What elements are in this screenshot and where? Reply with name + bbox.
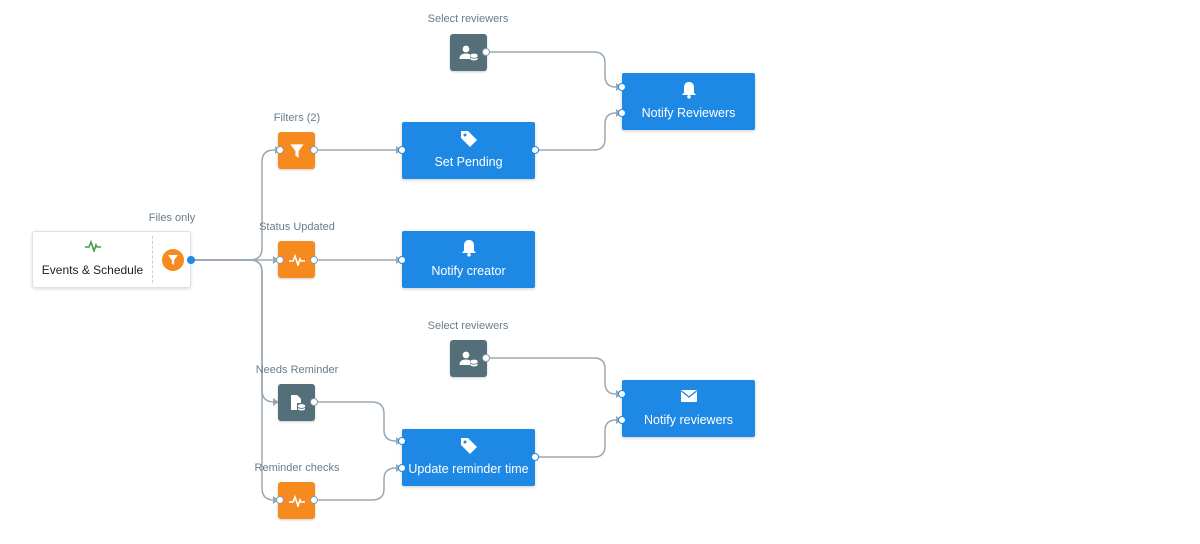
start-filter-label: Files only <box>148 212 196 224</box>
status-updated-label: Status Updated <box>259 221 335 233</box>
filter-icon <box>289 143 304 158</box>
needs-reminder-node[interactable] <box>278 384 315 421</box>
user-database-icon <box>459 45 478 61</box>
notify-creator-title: Notify creator <box>431 264 506 278</box>
update-reminder-time-node[interactable]: Update reminder time <box>402 429 535 486</box>
document-database-icon <box>290 394 305 411</box>
needs-reminder-label: Needs Reminder <box>255 364 339 376</box>
pulse-icon <box>288 253 305 266</box>
select-reviewers-top-output-port[interactable] <box>482 48 490 56</box>
status-updated-input-port[interactable] <box>276 256 284 264</box>
notify-creator-node[interactable]: Notify creator <box>402 231 535 288</box>
select-reviewers-top-label: Select reviewers <box>427 13 509 25</box>
start-node-title: Events & Schedule <box>41 263 144 277</box>
select-reviewers-bottom-output-port[interactable] <box>482 354 490 362</box>
filters-node[interactable] <box>278 132 315 169</box>
reminder-checks-output-port[interactable] <box>310 496 318 504</box>
wire-start-filters <box>191 149 279 261</box>
wire-start-needs-reminder <box>191 259 279 403</box>
notify-creator-input-port[interactable] <box>398 256 406 264</box>
notify-reviewers-bottom-title: Notify reviewers <box>644 413 733 427</box>
notify-reviewers-top-input-port-a[interactable] <box>618 83 626 91</box>
filters-label: Filters (2) <box>273 112 321 124</box>
needs-reminder-output-port[interactable] <box>310 398 318 406</box>
reminder-checks-node[interactable] <box>278 482 315 519</box>
update-reminder-time-title: Update reminder time <box>408 462 529 476</box>
reminder-checks-input-port[interactable] <box>276 496 284 504</box>
set-pending-node[interactable]: Set Pending <box>402 122 535 179</box>
reminder-checks-label: Reminder checks <box>254 462 340 474</box>
envelope-icon <box>680 390 697 402</box>
update-reminder-output-port[interactable] <box>531 453 539 461</box>
filters-output-port[interactable] <box>310 146 318 154</box>
update-reminder-input-port-b[interactable] <box>398 464 406 472</box>
tag-icon <box>460 438 477 454</box>
bell-icon <box>681 82 696 99</box>
start-node-events-schedule[interactable]: Events & Schedule <box>32 231 191 288</box>
wire-needsreminder-update <box>315 401 402 442</box>
pulse-icon <box>85 240 101 252</box>
filter-icon <box>168 255 178 265</box>
bell-icon <box>461 240 476 257</box>
select-reviewers-bottom-label: Select reviewers <box>427 320 509 332</box>
pulse-icon <box>288 494 305 507</box>
notify-reviewers-top-title: Notify Reviewers <box>641 106 736 120</box>
notify-reviewers-bottom-input-port-a[interactable] <box>618 390 626 398</box>
set-pending-input-port[interactable] <box>398 146 406 154</box>
set-pending-output-port[interactable] <box>531 146 539 154</box>
wire-start-reminder-checks <box>191 259 279 501</box>
wire-select-top-notify <box>487 51 622 88</box>
select-reviewers-top-node[interactable] <box>450 34 487 71</box>
select-reviewers-bottom-node[interactable] <box>450 340 487 377</box>
user-database-icon <box>459 351 478 367</box>
tag-icon <box>460 131 477 147</box>
start-output-port[interactable] <box>187 256 195 264</box>
notify-reviewers-top-input-port-b[interactable] <box>618 109 626 117</box>
status-updated-output-port[interactable] <box>310 256 318 264</box>
wire-setpending-notify <box>535 112 622 151</box>
arrow-needs-reminder <box>273 398 279 406</box>
wire-select-bottom-notify <box>487 357 622 395</box>
notify-reviewers-bottom-node[interactable]: Notify reviewers <box>622 380 755 437</box>
set-pending-title: Set Pending <box>434 155 503 169</box>
filters-input-port[interactable] <box>276 146 284 154</box>
update-reminder-input-port-a[interactable] <box>398 437 406 445</box>
notify-reviewers-bottom-input-port-b[interactable] <box>618 416 626 424</box>
start-filter-button[interactable] <box>162 249 184 271</box>
wire-update-notify-bottom <box>535 419 622 458</box>
wire-reminderchecks-update <box>315 467 402 501</box>
status-updated-node[interactable] <box>278 241 315 278</box>
notify-reviewers-top-node[interactable]: Notify Reviewers <box>622 73 755 130</box>
start-node-divider <box>152 236 153 283</box>
